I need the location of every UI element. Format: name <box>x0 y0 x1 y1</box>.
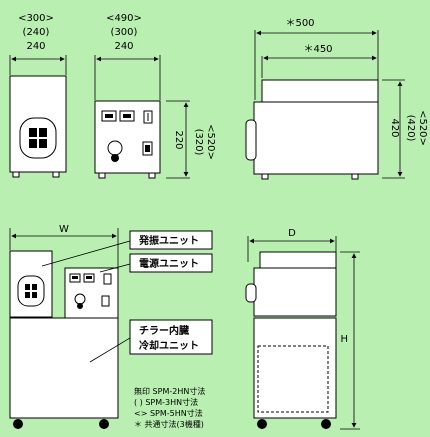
dimension-notes: 無印 SPM-2HN寸法 ( ) SPM-3HN寸法 <> SPM-5HN寸法 … <box>134 386 205 429</box>
power-width-5hn: <490> <box>106 13 142 24</box>
side-height-2hn: 420 <box>389 118 400 137</box>
side-width-outer: ＊500 <box>285 18 314 29</box>
stacked-front-view: W <box>9 224 131 429</box>
callout-chiller: チラー内臓 冷却ユニット <box>129 319 213 355</box>
callout-oscillator: 発振ユニット <box>129 230 213 250</box>
callout-chiller-label-2: 冷却ユニット <box>139 339 199 352</box>
power-front-view: <490> (300) 240 220 (320) <520> <box>94 13 216 179</box>
note-2hn: 無印 SPM-2HN寸法 <box>134 386 205 396</box>
side-height-3hn: (420) <box>405 115 416 142</box>
side-top-unit <box>261 79 379 103</box>
callout-power: 電源ユニット <box>129 253 213 273</box>
callout-oscillator-label: 発振ユニット <box>138 234 199 247</box>
depth-label-d: D <box>288 228 296 239</box>
side-height-5hn: <520> <box>417 110 428 146</box>
width-label-w: W <box>59 224 69 235</box>
power-height-2hn: 220 <box>173 130 184 149</box>
note-common: ＊ 共通寸法(3機種) <box>134 419 204 429</box>
callout-power-label: 電源ユニット <box>139 257 199 270</box>
power-width-3hn: (300) <box>111 27 138 38</box>
oscillator-front-view: <300> (240) 240 <box>9 13 67 178</box>
side-view: ＊500 ＊450 420 (420) <520> <box>245 18 428 180</box>
osc-width-2hn: 240 <box>26 41 45 52</box>
power-height-5hn: <520> <box>205 124 216 160</box>
osc-width-5hn: <300> <box>18 13 54 24</box>
side-width-inner: ＊450 <box>303 44 332 55</box>
side-bottom-unit <box>253 101 379 175</box>
osc-width-3hn: (240) <box>23 27 50 38</box>
stacked-side-view: D H <box>245 228 360 430</box>
power-height-3hn: (320) <box>193 129 204 156</box>
note-3hn: ( ) SPM-3HN寸法 <box>134 397 198 407</box>
callout-chiller-label-1: チラー内臓 <box>139 324 189 337</box>
height-label-h: H <box>340 334 348 345</box>
power-width-2hn: 240 <box>114 41 133 52</box>
note-5hn: <> SPM-5HN寸法 <box>134 408 203 418</box>
